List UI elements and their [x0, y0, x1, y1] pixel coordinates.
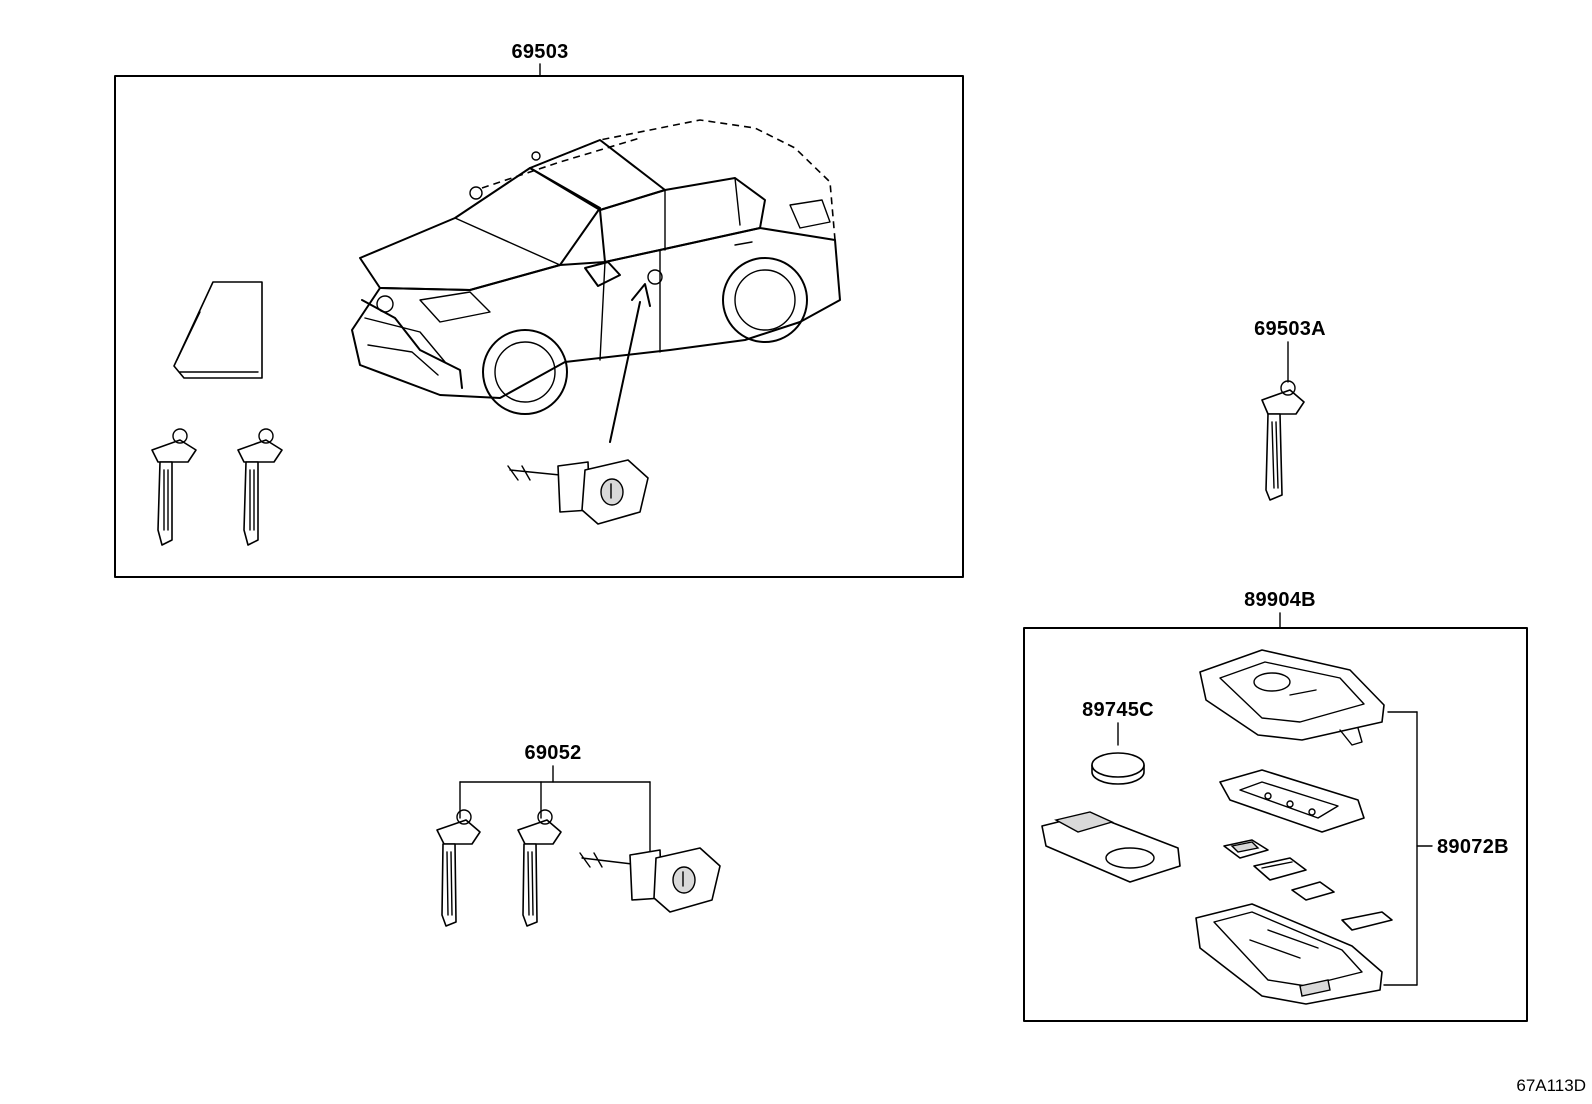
diagram-code: 67A113D [1516, 1076, 1586, 1095]
door-lock-cylinder-2 [579, 847, 721, 913]
box-89904b [1023, 627, 1528, 1022]
key-1 [151, 428, 197, 546]
label-69503: 69503 [511, 41, 568, 63]
arrow-to-door-lock [609, 283, 651, 443]
key-3 [436, 809, 481, 927]
vehicle-illustration [351, 119, 841, 415]
smart-key-circuit-board [1041, 811, 1181, 883]
owner-card [173, 281, 263, 379]
door-lock-cylinder-1 [507, 459, 649, 525]
label-89904b: 89904B [1244, 589, 1316, 611]
coin-battery [1091, 752, 1145, 785]
key-4 [517, 809, 562, 927]
group-69503: 69503 [114, 41, 964, 578]
leader-89072b [1383, 711, 1433, 986]
group-69052: 69052 [436, 742, 721, 927]
group-69503a: 69503A [1254, 318, 1326, 501]
group-89904b: 89904B 89745C [1023, 589, 1528, 1022]
spare-key [1261, 380, 1305, 501]
label-89745c: 89745C [1082, 699, 1154, 721]
label-69503a: 69503A [1254, 318, 1326, 340]
smart-key-small-parts [1223, 839, 1393, 931]
box-69503 [114, 75, 964, 578]
key-2 [237, 428, 283, 546]
smart-key-button-pad [1219, 769, 1365, 833]
smart-key-lower-case [1195, 903, 1383, 1005]
label-89072b: 89072B [1437, 836, 1509, 858]
label-69052: 69052 [524, 742, 581, 764]
smart-key-upper-case [1199, 649, 1385, 746]
